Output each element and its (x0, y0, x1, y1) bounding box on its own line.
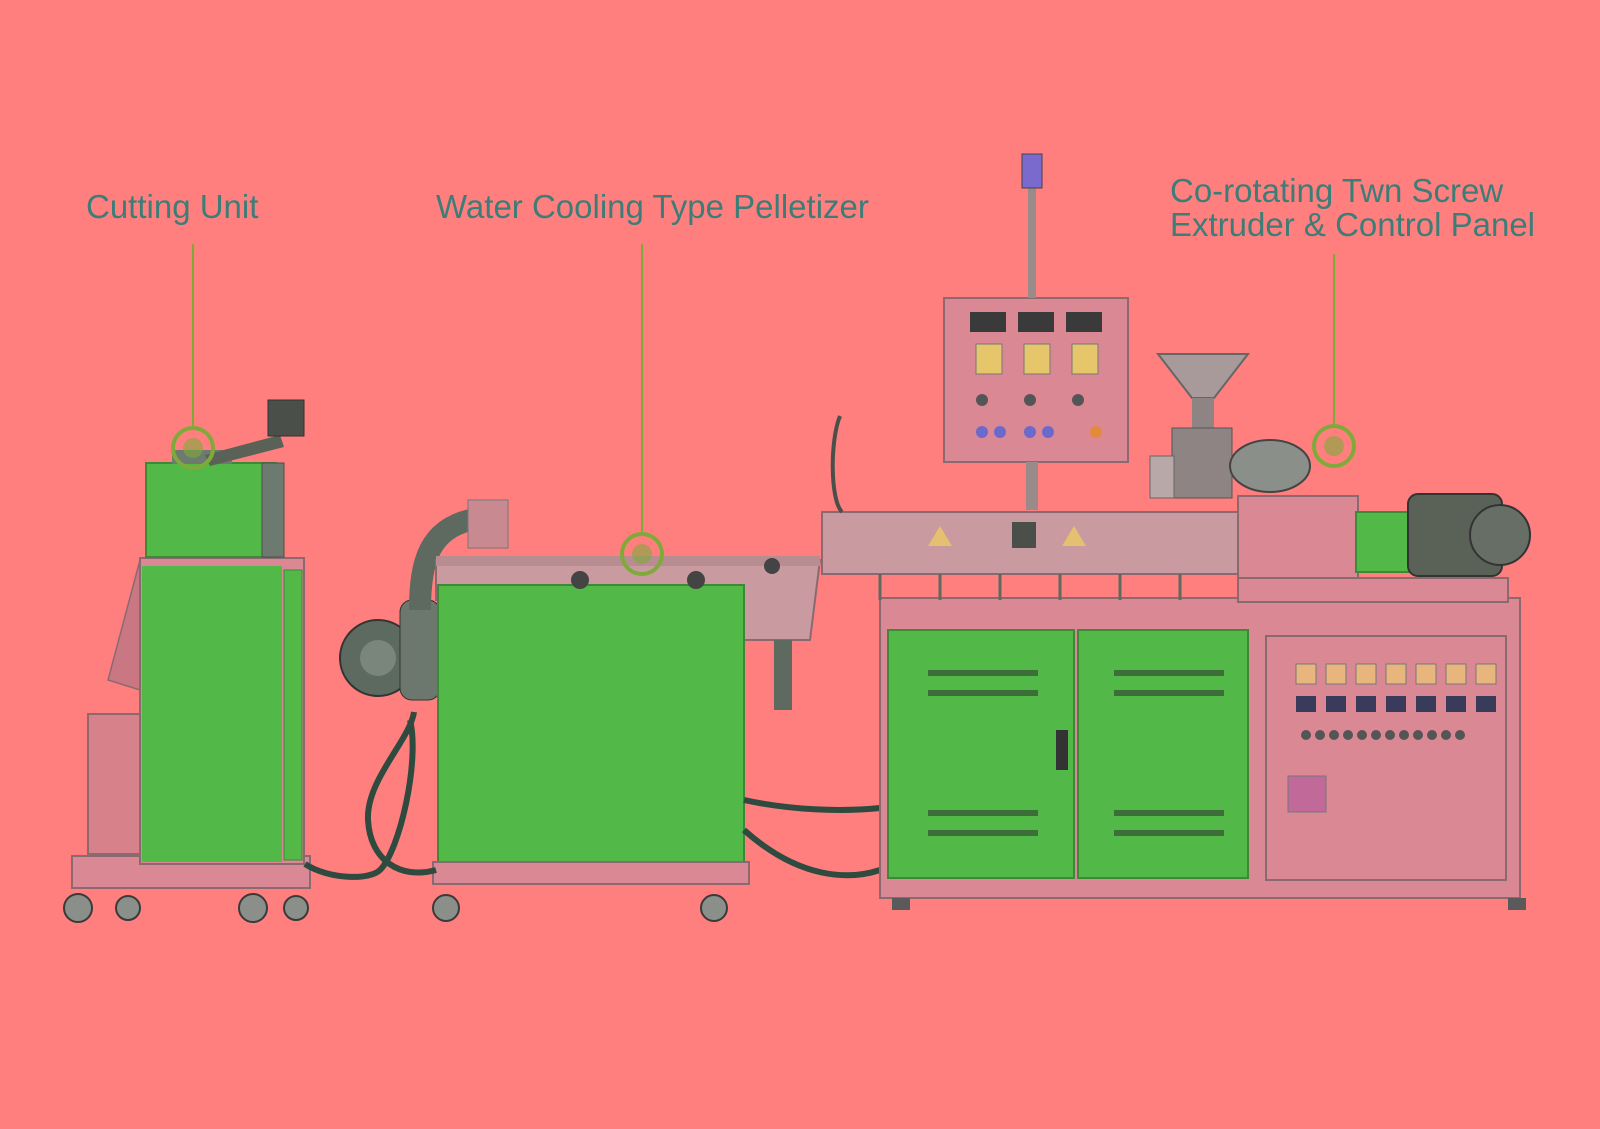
leader-lines (192, 244, 1335, 534)
cabinet-door-left (887, 629, 1075, 879)
gearbox (1237, 495, 1359, 579)
cabinet-door-right (1077, 629, 1249, 879)
extruder-label-line2: Extruder & Control Panel (1170, 206, 1536, 243)
drain-pipe (774, 640, 792, 710)
signal-tower-light (1021, 153, 1043, 189)
cutting-unit (63, 399, 311, 923)
collection-bin (87, 713, 145, 855)
warning-sticker (1287, 775, 1327, 813)
cutting-unit-label: Cutting Unit (86, 188, 259, 225)
pelletizer (339, 499, 822, 922)
connecting-hoses (303, 711, 881, 880)
cutter-head (145, 462, 277, 558)
discharge-chute (107, 559, 141, 692)
extruder-label-line1: Co-rotating Twn Screw (1170, 172, 1504, 209)
cutter-cabinet-panel (142, 566, 282, 862)
pelletizer-cabinet (437, 584, 745, 868)
door-handle (1056, 730, 1068, 770)
feed-hopper (1155, 353, 1251, 399)
feeder-motor (1229, 439, 1311, 493)
feeder-body (1171, 427, 1233, 499)
coupling-guard (1355, 511, 1411, 573)
crank-handle (267, 399, 305, 437)
signal-tower-pole (1028, 186, 1036, 298)
blower-duct (409, 509, 474, 611)
twin-screw-extruder (821, 153, 1531, 910)
extruder-label: Co-rotating Twn Screw Extruder & Control… (1170, 174, 1535, 242)
pelletizer-label: Water Cooling Type Pelletizer (436, 188, 869, 225)
